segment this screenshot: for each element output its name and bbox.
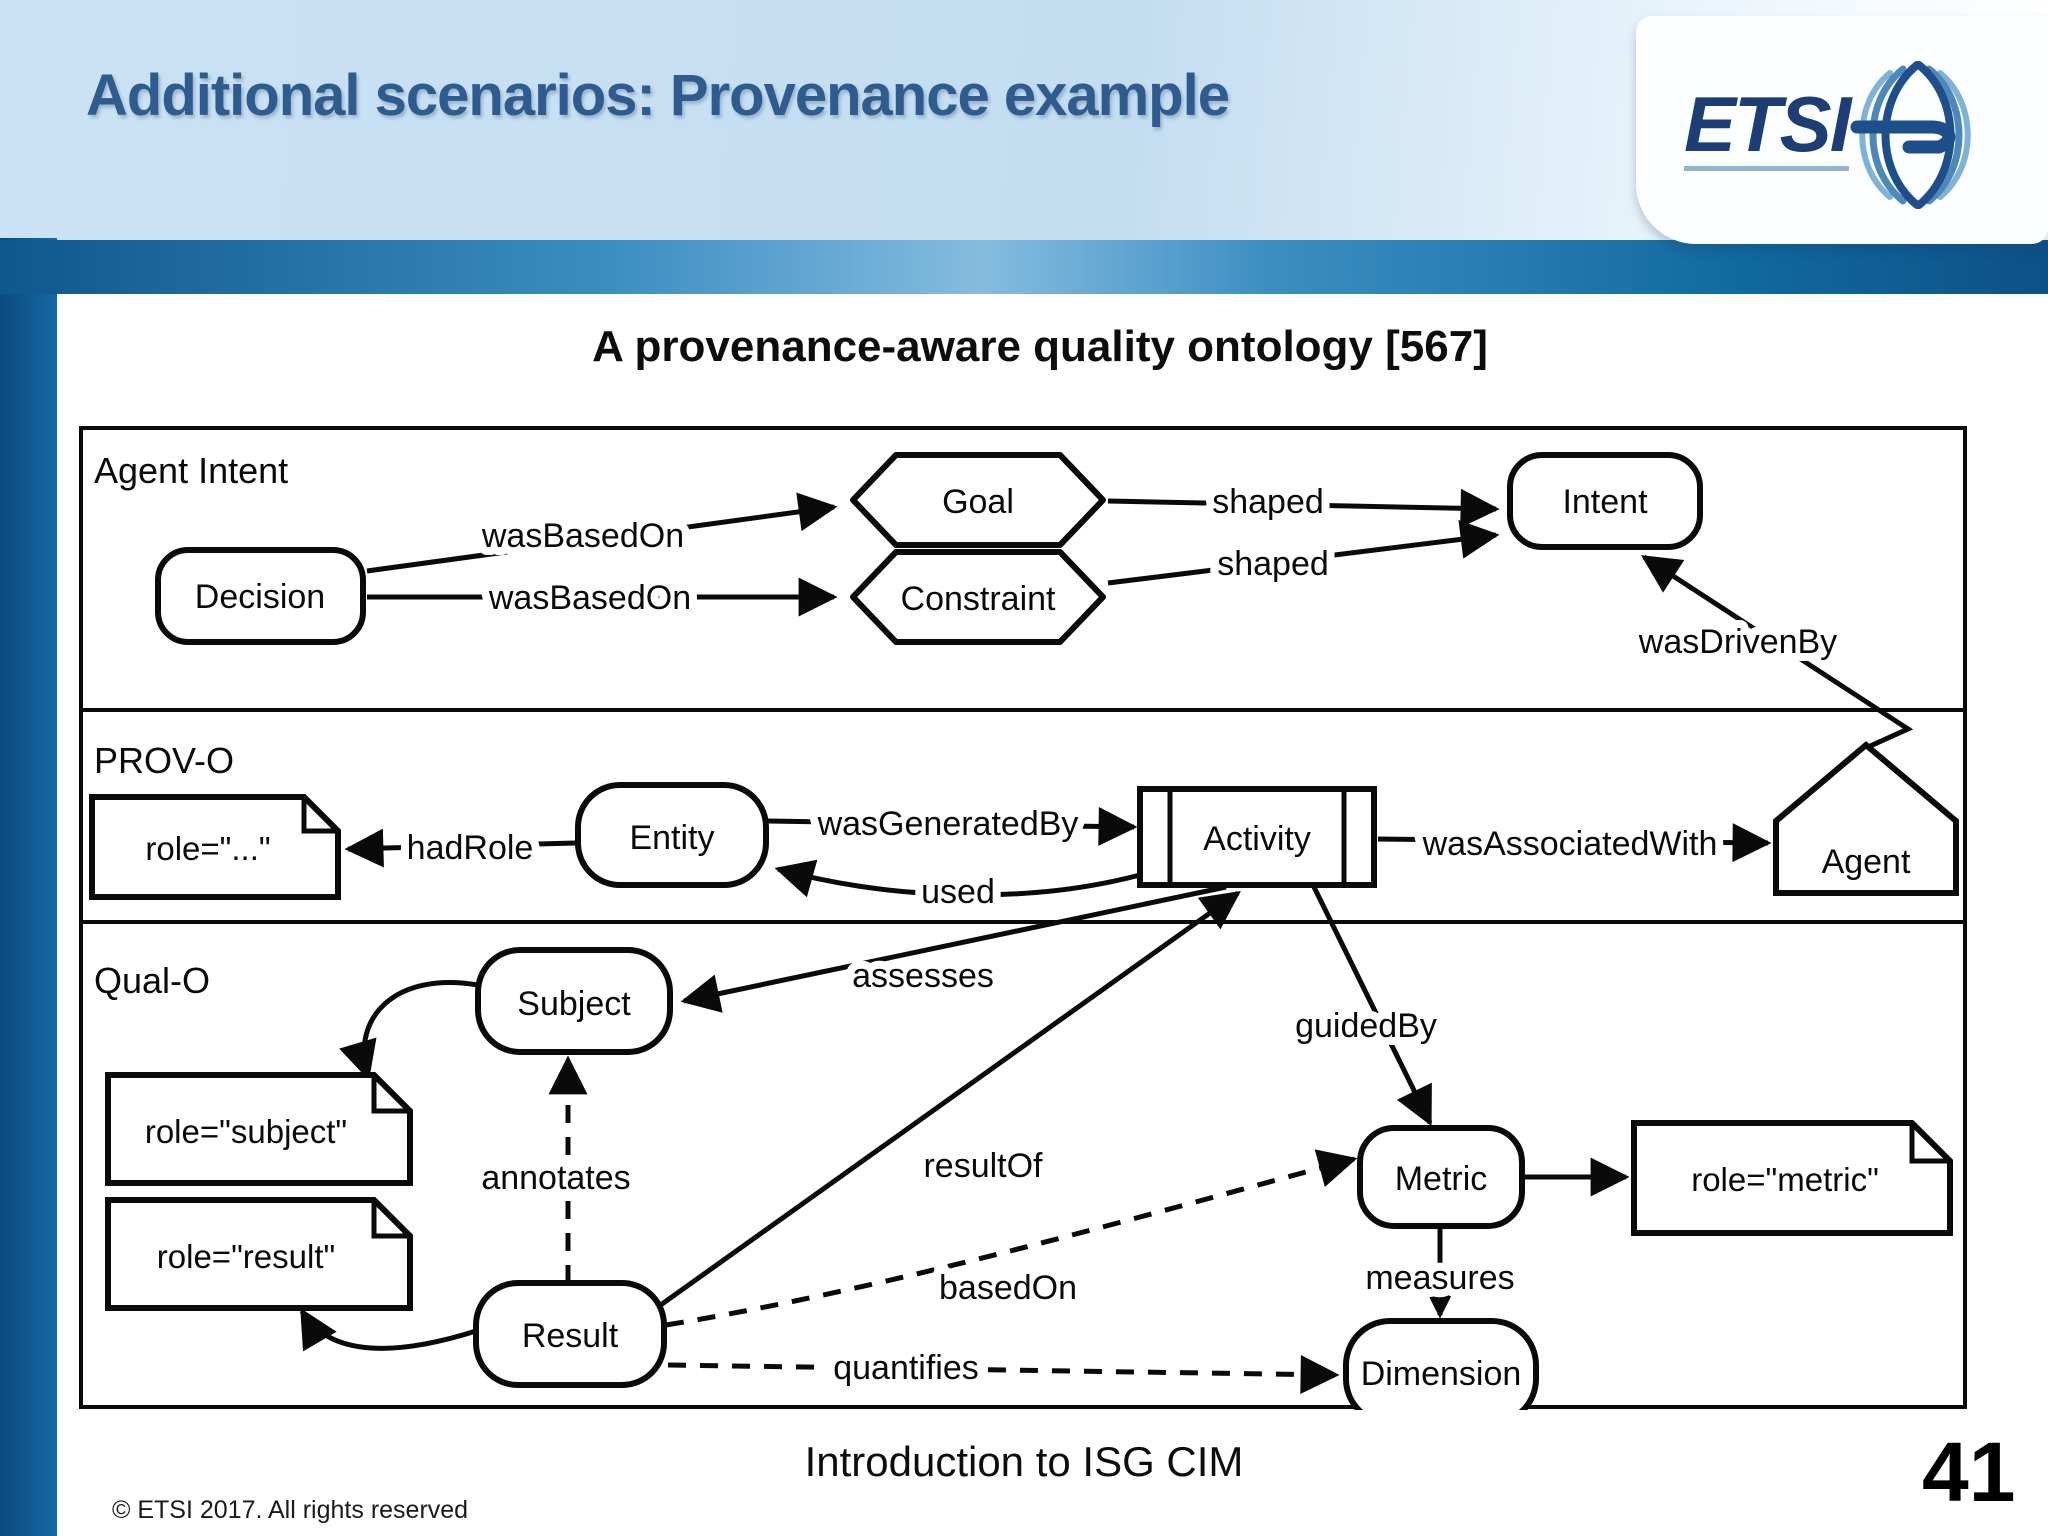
wasdrivenby-label: wasDrivenBy xyxy=(1638,623,1837,661)
role-subject-label: role="subject" xyxy=(145,1113,347,1150)
role-any-note xyxy=(89,794,341,900)
section-label-qual-o: Qual-O xyxy=(94,960,210,1001)
edge-wasgeneratedby xyxy=(767,806,1138,846)
section-label-prov-o: PROV-O xyxy=(94,740,234,781)
edge-wasdrivenby xyxy=(1641,554,1914,750)
result-node xyxy=(473,1280,667,1388)
role-metric-note xyxy=(1631,1120,1953,1236)
role-result-note-fold xyxy=(371,1200,410,1239)
edge-labels: wasBasedOn wasBasedOn shaped shaped wasD… xyxy=(399,475,1846,1395)
metric-node xyxy=(1357,1125,1525,1229)
edge-resultof xyxy=(653,890,1241,1312)
resultof-label: resultOf xyxy=(923,1147,1043,1185)
node-labels: Decision Goal Constraint Intent role="..… xyxy=(145,483,1911,1393)
dimension-label: Dimension xyxy=(1361,1355,1522,1393)
edge-hadrole xyxy=(344,828,577,868)
hadrole-label: hadRole xyxy=(407,829,534,867)
constraint-node xyxy=(850,549,1106,645)
slide-title: Additional scenarios: Provenance example xyxy=(86,63,1230,128)
metric-label: Metric xyxy=(1395,1160,1488,1198)
wasgeneratedby-label: wasGeneratedBy xyxy=(817,805,1079,843)
edge-subject-role xyxy=(339,979,479,1081)
diagram-title: A provenance-aware quality ontology [567… xyxy=(592,322,1488,371)
role-subject-note-fold xyxy=(371,1075,410,1114)
footer-title: Introduction to ISG CIM xyxy=(804,1438,1244,1485)
shaped-constraint-label: shaped xyxy=(1217,545,1329,583)
edge-guidedby xyxy=(1311,885,1433,1127)
etsi-logo-card: ETSI xyxy=(1636,16,2048,244)
decision-label: Decision xyxy=(195,578,325,616)
subject-label: Subject xyxy=(517,985,631,1023)
basedon-label: basedOn xyxy=(939,1269,1077,1307)
quantifies-label: quantifies xyxy=(833,1349,979,1387)
edge-wasbasedon-goal xyxy=(366,492,838,574)
wasbasedon-goal-label: wasBasedOn xyxy=(481,517,684,555)
edge-quantifies xyxy=(667,1354,1340,1394)
decision-node xyxy=(155,547,366,645)
etsi-logo-text: ETSI xyxy=(1684,85,1851,171)
goal-node xyxy=(850,452,1106,548)
edge-basedon xyxy=(665,1149,1358,1328)
result-label: Result xyxy=(522,1317,619,1355)
agent-node xyxy=(1773,741,1959,896)
entity-node xyxy=(575,782,769,888)
agent-label: Agent xyxy=(1822,843,1911,881)
page-number: 41 xyxy=(1922,1425,2016,1519)
edge-result-role xyxy=(299,1307,477,1352)
role-any-note-fold xyxy=(301,797,338,834)
role-subject-note xyxy=(105,1072,413,1186)
etsi-globe-icon xyxy=(1850,61,1971,209)
diagram-edges xyxy=(299,488,1914,1394)
role-metric-note-fold xyxy=(1909,1123,1950,1164)
activity-node xyxy=(1137,786,1377,888)
assesses-label: assesses xyxy=(852,957,994,995)
constraint-label: Constraint xyxy=(901,580,1057,618)
annotates-label: annotates xyxy=(481,1159,630,1197)
subject-node xyxy=(475,947,673,1055)
used-label: used xyxy=(921,873,995,911)
entity-label: Entity xyxy=(629,819,714,857)
role-any-label: role="..." xyxy=(145,830,270,867)
left-accent-strip xyxy=(0,238,57,1536)
guidedby-label: guidedBy xyxy=(1295,1007,1437,1045)
section-label-agent-intent: Agent Intent xyxy=(94,450,288,491)
measures-label: measures xyxy=(1365,1259,1514,1297)
role-result-label: role="result" xyxy=(157,1238,335,1275)
wasassociatedwith-label: wasAssociatedWith xyxy=(1422,825,1718,863)
copyright-text: © ETSI 2017. All rights reserved xyxy=(112,1496,469,1524)
edge-wasassociatedwith xyxy=(1377,823,1772,863)
edge-shaped-goal xyxy=(1107,488,1500,528)
edge-assesses xyxy=(680,884,1227,1013)
diagram-nodes xyxy=(89,452,1959,1410)
role-metric-label: role="metric" xyxy=(1691,1161,1879,1198)
diagram-border xyxy=(79,426,1967,1409)
wasbasedon-constraint-label: wasBasedOn xyxy=(488,579,691,617)
role-result-note xyxy=(105,1197,413,1311)
goal-label: Goal xyxy=(942,483,1014,521)
ontology-diagram: Agent Intent PROV-O Qual-O xyxy=(79,426,1967,1410)
dimension-node xyxy=(1343,1318,1539,1410)
edge-used xyxy=(774,859,1141,898)
shaped-goal-label: shaped xyxy=(1212,483,1324,521)
intent-label: Intent xyxy=(1562,483,1648,521)
edge-shaped-constraint xyxy=(1107,520,1500,586)
activity-label: Activity xyxy=(1203,820,1311,858)
intent-node xyxy=(1507,452,1703,550)
header-divider-band xyxy=(0,240,2048,294)
